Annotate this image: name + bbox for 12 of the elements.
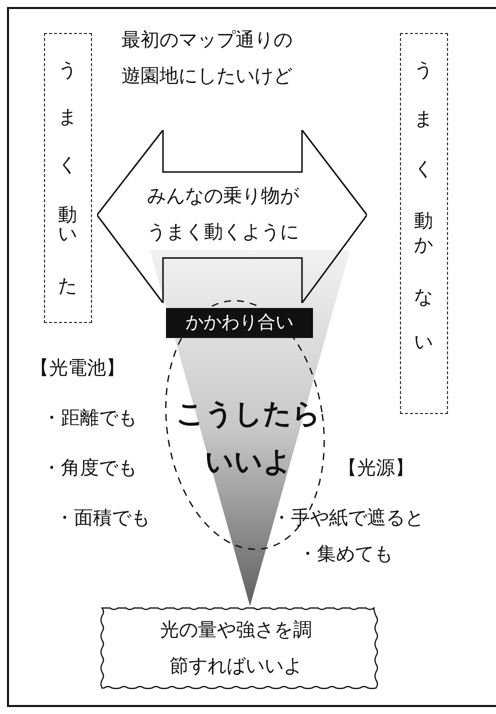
list-item: ・距離でも: [42, 406, 137, 431]
group-label: 【光源】: [338, 456, 414, 481]
list-item: ・角度でも: [42, 456, 137, 481]
double-arrow-shape: みんなの乗り物がうまく動くように: [97, 130, 367, 303]
list-item: ・集めても: [298, 542, 393, 567]
wavy-box: 光の量や強さを調節すればいいよ: [100, 606, 378, 690]
dashed-box: うまく動いた: [44, 33, 92, 323]
group-label: 【光電池】: [30, 356, 125, 381]
list-item: ・面積でも: [55, 506, 150, 531]
list-item: ・手や紙で遮ると: [272, 506, 424, 531]
heading-text: 最初のマップ通りの遊園地にしたいけど: [120, 28, 294, 89]
dashed-box: うまく動かない: [400, 33, 448, 414]
